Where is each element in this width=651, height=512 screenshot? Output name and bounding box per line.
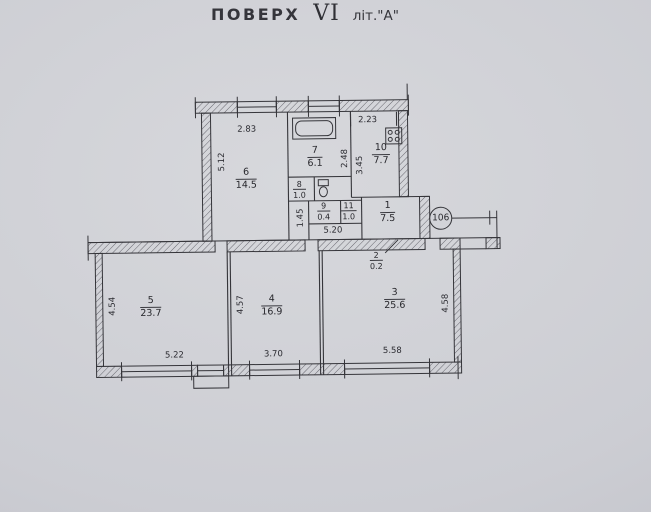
stove-icon xyxy=(385,127,403,145)
floor-word: ПОВЕРХ xyxy=(211,5,301,24)
floor-numeral: VI xyxy=(313,1,340,26)
lower-bottom-wall xyxy=(96,356,463,382)
room-9-area: 0.4 xyxy=(317,212,331,222)
balcony xyxy=(193,375,230,389)
toilet-icon xyxy=(317,179,329,198)
room-2-leader xyxy=(384,239,399,254)
room-3-area: 25.6 xyxy=(384,299,406,311)
room-6-label: 6 14.5 xyxy=(235,167,257,192)
upper-side-walls xyxy=(200,110,431,242)
dim-room3-depth: 4.58 xyxy=(440,293,451,313)
building-letter: літ."А" xyxy=(352,8,399,24)
upper-partitions xyxy=(286,111,400,241)
room-6-number: 6 xyxy=(235,167,257,180)
room-9-number: 9 xyxy=(317,201,331,212)
room-8-area: 1.0 xyxy=(293,190,306,201)
unit-circle xyxy=(429,206,453,230)
room-1-number: 1 xyxy=(379,200,396,214)
room-6-area: 14.5 xyxy=(235,179,257,191)
room-5-area: 23.7 xyxy=(140,307,162,319)
corridor-wall xyxy=(87,210,501,261)
unit-badge-shape xyxy=(429,206,497,230)
room-10-number: 10 xyxy=(371,142,391,156)
room-8-label: 8 1.0 xyxy=(292,179,306,201)
dim-room5-width: 5.22 xyxy=(164,350,184,361)
walls xyxy=(87,83,501,389)
unit-number-badge: 106 xyxy=(432,213,450,224)
room-3-label: 3 25.6 xyxy=(384,287,406,312)
lower-side-walls xyxy=(94,248,463,368)
dim-hall-width: 5.20 xyxy=(323,225,343,236)
room-11-label: 11 1.0 xyxy=(340,201,357,222)
dim-room5-depth: 4.54 xyxy=(107,296,118,316)
room-5-label: 5 23.7 xyxy=(140,295,162,320)
room-4-area: 16.9 xyxy=(261,306,283,318)
room-11-area: 1.0 xyxy=(342,212,356,222)
bathtub-icon xyxy=(292,117,337,140)
room-7-number: 7 xyxy=(307,145,323,158)
room-7-label: 7 6.1 xyxy=(307,145,323,170)
room-10-label: 10 7.7 xyxy=(371,142,391,167)
page-title: ПОВЕРХ VI літ."А" xyxy=(211,1,399,26)
room-3-number: 3 xyxy=(384,287,406,300)
room-2-label: 2 0.2 xyxy=(369,250,383,272)
room-7-area: 6.1 xyxy=(307,157,323,169)
dim-room10-depth: 3.45 xyxy=(354,155,366,175)
room-10-area: 7.7 xyxy=(373,154,389,167)
dim-hall-depth: 1.45 xyxy=(295,208,306,228)
dim-room6-depth: 5.12 xyxy=(216,152,228,172)
upper-top-wall xyxy=(194,83,409,119)
dim-room10-width: 2.23 xyxy=(358,115,378,126)
room-11-number: 11 xyxy=(340,201,357,212)
room-5-number: 5 xyxy=(140,295,162,308)
room-4-number: 4 xyxy=(261,293,283,307)
room-2-area: 0.2 xyxy=(369,261,383,272)
lower-partitions xyxy=(226,250,325,376)
room-9-label: 9 0.4 xyxy=(317,201,330,222)
room-1-label: 1 7.5 xyxy=(379,200,396,225)
room-8-number: 8 xyxy=(292,179,306,191)
room-2-number: 2 xyxy=(369,250,383,262)
room-1-area: 7.5 xyxy=(380,212,396,225)
dim-room3-width: 5.58 xyxy=(382,345,402,356)
dim-room7-depth: 2.48 xyxy=(339,148,351,168)
dim-room6-width: 2.83 xyxy=(237,124,257,135)
dim-room4-width: 3.70 xyxy=(263,349,283,360)
room-4-label: 4 16.9 xyxy=(261,293,283,318)
dim-room4-depth: 4.57 xyxy=(235,295,246,315)
